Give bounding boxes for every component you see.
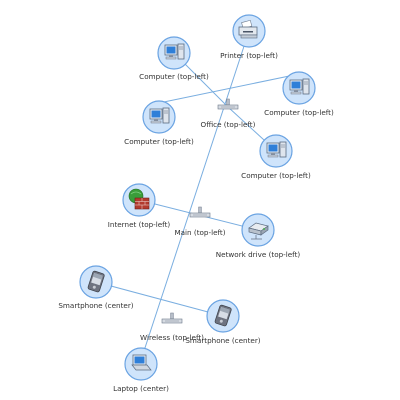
network-drive-label: Network drive (top-left) bbox=[216, 250, 301, 259]
laptop-label: Laptop (center) bbox=[113, 384, 169, 393]
main-label: Main (top-left) bbox=[174, 228, 225, 237]
edge-laptop-printer bbox=[140, 30, 250, 361]
computer-icon bbox=[164, 43, 185, 60]
node-smartphone-right[interactable] bbox=[206, 299, 240, 333]
computer-icon bbox=[266, 141, 287, 158]
node-printer[interactable] bbox=[232, 14, 266, 48]
node-computer-top[interactable] bbox=[157, 36, 191, 70]
office-label: Office (top-left) bbox=[201, 120, 256, 129]
node-laptop[interactable] bbox=[124, 347, 158, 381]
wireless-label: Wireless (top-left) bbox=[140, 333, 204, 342]
edge-smartphone-smartphone bbox=[95, 281, 224, 317]
node-computer-right[interactable] bbox=[259, 134, 293, 168]
node-main[interactable] bbox=[189, 206, 211, 218]
node-internet[interactable] bbox=[122, 183, 156, 217]
node-computer-far-right[interactable] bbox=[282, 71, 316, 105]
node-smartphone-left[interactable] bbox=[79, 265, 113, 299]
computer-far-right-label: Computer (top-left) bbox=[264, 108, 334, 117]
printer-label: Printer (top-left) bbox=[220, 51, 278, 60]
computer-right-label: Computer (top-left) bbox=[241, 171, 311, 180]
smartphone-right-label: Smartphone (center) bbox=[185, 336, 260, 345]
smartphone-left-label: Smartphone (center) bbox=[58, 301, 133, 310]
node-wireless[interactable] bbox=[161, 312, 183, 324]
computer-icon bbox=[289, 78, 310, 95]
hub-icon bbox=[161, 312, 183, 324]
computer-top-label: Computer (top-left) bbox=[139, 72, 209, 81]
computer-icon bbox=[149, 107, 170, 124]
node-network-drive[interactable] bbox=[241, 213, 275, 247]
internet-label: Internet (top-left) bbox=[108, 220, 171, 229]
computer-left-label: Computer (top-left) bbox=[124, 137, 194, 146]
edge-computer-left-computer-far-right bbox=[158, 73, 300, 104]
hub-icon bbox=[189, 206, 211, 218]
node-computer-left[interactable] bbox=[142, 100, 176, 134]
